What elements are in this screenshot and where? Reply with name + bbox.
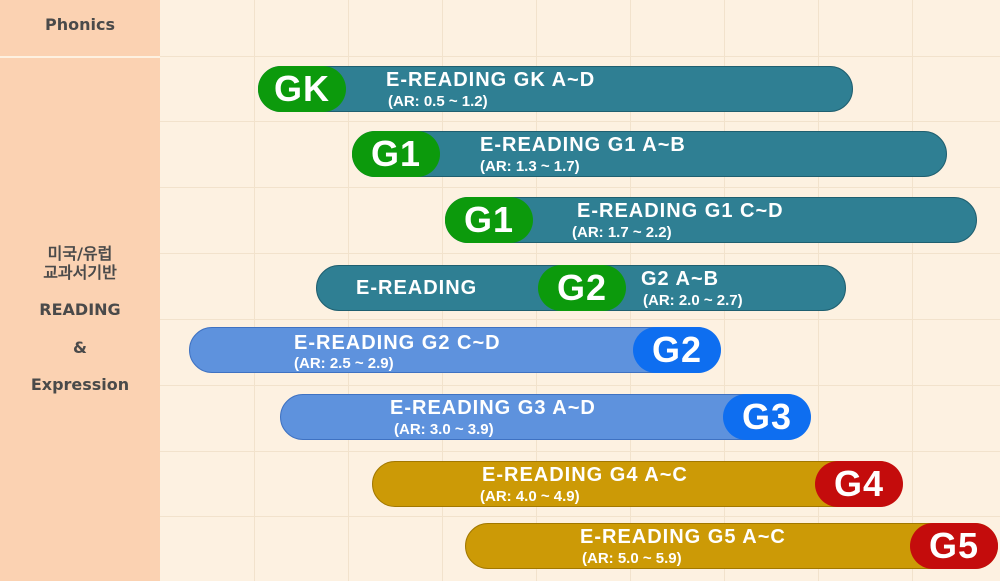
category-reading-line: Expression [30, 374, 130, 394]
course-bar-g5: E-READING G5 A~C (AR: 5.0 ~ 5.9) G5 [465, 523, 998, 569]
course-ar-range: (AR: 5.0 ~ 5.9) [582, 550, 682, 567]
badge-g3: G3 [723, 394, 811, 440]
grid-line [160, 56, 1000, 57]
category-reading-line: & [73, 337, 87, 357]
course-ar-range: (AR: 2.0 ~ 2.7) [643, 292, 743, 309]
course-title: E-READING G1 C~D [577, 200, 784, 222]
course-title: E-READING G5 A~C [580, 526, 786, 548]
course-title-left: E-READING [356, 277, 478, 299]
category-phonics: Phonics [45, 15, 115, 34]
course-bar-g2-cd: E-READING G2 C~D (AR: 2.5 ~ 2.9) G2 [189, 327, 721, 373]
badge-g4: G4 [815, 461, 903, 507]
category-divider [0, 56, 160, 58]
badge-g2: G2 [538, 265, 626, 311]
course-title: E-READING G4 A~C [482, 464, 688, 486]
badge-g1: G1 [445, 197, 533, 243]
course-title: E-READING G3 A~D [390, 397, 596, 419]
course-title: G2 A~B [641, 268, 720, 290]
course-ar-range: (AR: 1.7 ~ 2.2) [572, 224, 672, 241]
badge-g1: G1 [352, 131, 440, 177]
course-bar-g1-cd: G1 E-READING G1 C~D (AR: 1.7 ~ 2.2) [445, 197, 977, 243]
grid-line [912, 0, 913, 581]
category-reading-line: 미국/유럽 [47, 244, 113, 263]
grid-line [160, 253, 1000, 254]
category-reading-line: READING [39, 300, 121, 320]
grid-line [254, 0, 255, 581]
course-bar-g4: E-READING G4 A~C (AR: 4.0 ~ 4.9) G4 [372, 461, 903, 507]
grid-line [160, 451, 1000, 452]
course-ar-range: (AR: 3.0 ~ 3.9) [394, 421, 494, 438]
course-title: E-READING GK A~D [386, 69, 596, 91]
category-reading-line: 교과서기반 [43, 263, 117, 283]
course-ar-range: (AR: 0.5 ~ 1.2) [388, 93, 488, 110]
grid-line [160, 319, 1000, 320]
badge-g2: G2 [633, 327, 721, 373]
course-title: E-READING G2 C~D [294, 332, 501, 354]
grid-line [160, 121, 1000, 122]
course-bar-g1-ab: G1 E-READING G1 A~B (AR: 1.3 ~ 1.7) [352, 131, 947, 177]
category-reading: 미국/유럽 교과서기반 READING & Expression [0, 244, 160, 394]
course-title: E-READING G1 A~B [480, 134, 686, 156]
grid-line [160, 187, 1000, 188]
course-ar-range: (AR: 1.3 ~ 1.7) [480, 158, 580, 175]
category-column [0, 0, 160, 581]
course-bar-g3: E-READING G3 A~D (AR: 3.0 ~ 3.9) G3 [280, 394, 811, 440]
course-bar-g2-ab: E-READING G2 G2 A~B (AR: 2.0 ~ 2.7) [316, 265, 846, 311]
grid-line [160, 385, 1000, 386]
grid-line [160, 516, 1000, 517]
course-ar-range: (AR: 4.0 ~ 4.9) [480, 488, 580, 505]
course-ar-range: (AR: 2.5 ~ 2.9) [294, 355, 394, 372]
badge-g5: G5 [910, 523, 998, 569]
badge-gk: GK [258, 66, 346, 112]
course-bar-gk: GK E-READING GK A~D (AR: 0.5 ~ 1.2) [258, 66, 853, 112]
